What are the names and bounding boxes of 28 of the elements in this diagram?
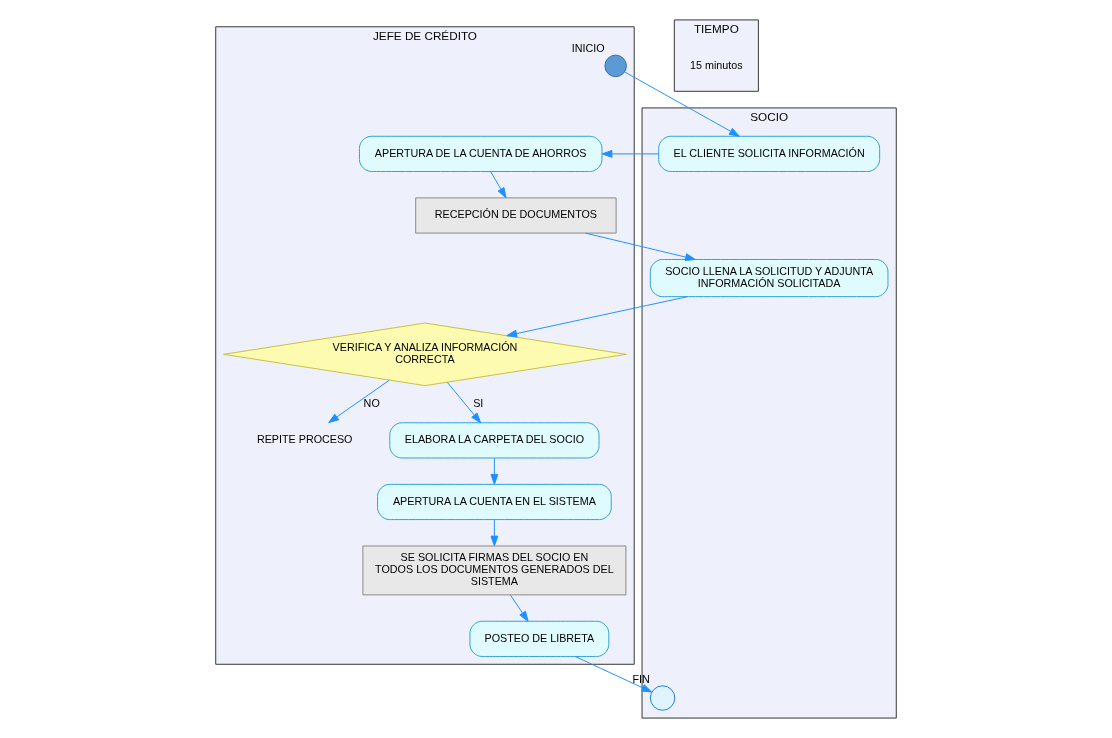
node-label: INICIO xyxy=(571,42,605,54)
arrow xyxy=(490,457,499,485)
arrow xyxy=(490,519,499,547)
arrow xyxy=(601,150,660,158)
node-box: APERTURA DE LA CUENTA DE AHORROS xyxy=(359,135,603,172)
edge-label: NO xyxy=(363,396,380,409)
arrow xyxy=(446,381,482,424)
node-diamond: VERIFICA Y ANALIZA INFORMACIÓN CORRECTA xyxy=(223,322,627,387)
node-box: ELABORA LA CARPETA DEL SOCIO xyxy=(389,422,600,459)
edge-label: SI xyxy=(473,396,484,409)
node-circle xyxy=(604,54,627,78)
node-label: FIN xyxy=(632,672,650,685)
arrow xyxy=(509,594,529,622)
arrow xyxy=(584,232,696,261)
arrow xyxy=(328,379,390,424)
arrow xyxy=(574,656,653,693)
node-box: APERTURA LA CUENTA EN EL SISTEMA xyxy=(377,483,612,521)
node-box: POSTEO DE LIBRETA xyxy=(469,620,610,657)
node-box: RECEPCIÓN DE DOCUMENTOS xyxy=(415,197,617,234)
node-box: SOCIO LLENA LA SOLICITUD Y ADJUNTA INFORMACIÓN SOLICITADA xyxy=(649,259,889,298)
arrow xyxy=(490,171,507,199)
arrow xyxy=(506,296,689,338)
arrow xyxy=(624,71,740,137)
node-box: SE SOLICITA FIRMAS DEL SOCIO EN TODOS LOS DOCUMENTOS GENERADOS DEL SISTEMA xyxy=(362,545,627,596)
label: 15 minutos xyxy=(690,58,743,71)
node-text: REPITE PROCESO xyxy=(256,433,353,446)
node-box: EL CLIENTE SOLICITA INFORMACIÓN xyxy=(658,135,881,172)
node-circle xyxy=(649,685,676,711)
